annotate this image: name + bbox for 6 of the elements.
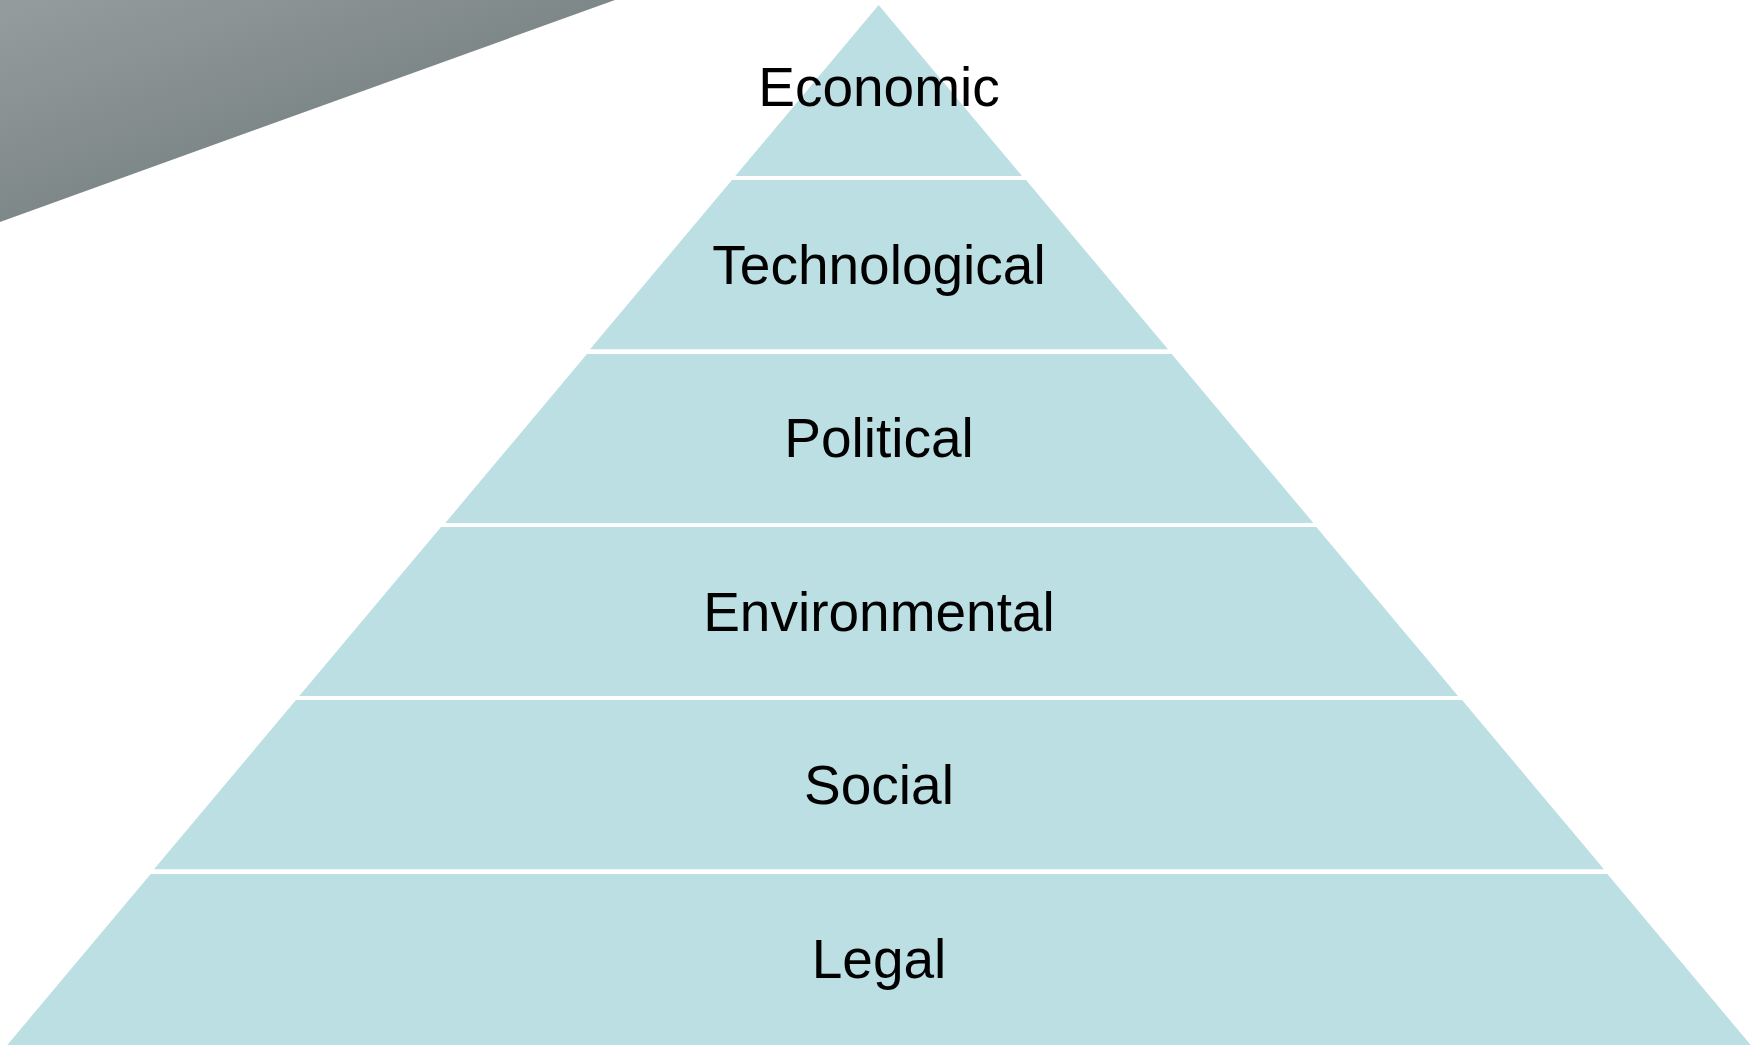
tier-label: Economic (758, 55, 1000, 120)
tier-label: Legal (811, 927, 947, 992)
tier-label: Social (804, 753, 954, 817)
tier-label: Environmental (703, 579, 1055, 644)
tier-label: Technological (712, 233, 1046, 297)
tier-label: Political (784, 406, 974, 471)
